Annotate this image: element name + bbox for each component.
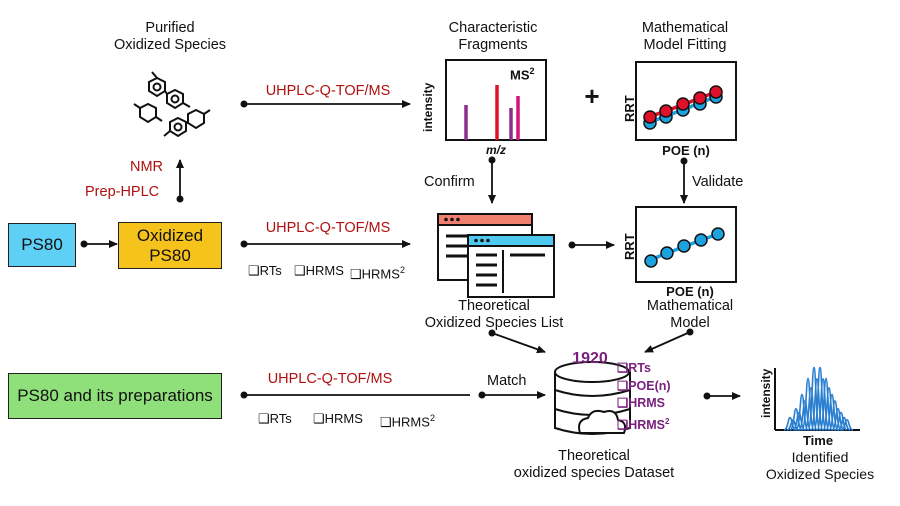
oxidized-ps80-box: Oxidized PS80 (118, 222, 222, 269)
characteristic-label: Characteristic Fragments (448, 20, 538, 53)
cloud-icon (578, 409, 627, 434)
bottom-check-rts: ❑RTs (258, 411, 292, 426)
dataset-label: Theoretical oxidized species Dataset (513, 448, 675, 481)
arrow-ps80-to-oxidized (80, 240, 118, 248)
confirm-label: Confirm (424, 174, 475, 190)
molecule-icon (133, 71, 211, 138)
ps80-preparations-box: PS80 and its preparations (8, 373, 222, 419)
ms-ylabel: intensity (421, 82, 435, 132)
fit-point (676, 97, 690, 111)
arrow-oxidized-to-purified (176, 159, 184, 203)
fit-point (693, 91, 707, 105)
arrow-top-uhplc (240, 100, 411, 108)
theoretical-list-label: Theoretical Oxidized Species List (424, 298, 564, 331)
model-point (660, 246, 674, 260)
chrom-peak (789, 407, 803, 431)
chrom-peak (840, 419, 854, 431)
document-window-icon (437, 213, 555, 298)
mid-check-hrms: ❑HRMS (294, 263, 344, 278)
arrow-model-to-dataset (644, 328, 694, 353)
fit-point (709, 85, 723, 99)
arrow-mid-uhplc (240, 240, 411, 248)
mid-check-rts: ❑RTs (248, 263, 282, 278)
dataset-check-hrms2: ❑HRMS2 (617, 416, 670, 432)
bottom-check-hrms2: ❑HRMS2 (380, 413, 435, 430)
purified-label: Purified Oxidized Species (113, 20, 227, 53)
match-label: Match (487, 373, 527, 389)
chrom-xlabel: Time (802, 433, 834, 448)
model-point (677, 239, 691, 253)
fit-point (643, 110, 657, 124)
model-xlabel: POE (n) (666, 284, 714, 299)
chrom-ylabel: intensity (759, 368, 773, 418)
ps80-box: PS80 (8, 223, 76, 267)
dataset-check-hrms: ❑HRMS (617, 396, 666, 410)
fit-xlabel: POE (n) (662, 143, 710, 158)
arrow-validate (680, 157, 688, 204)
fit-point (659, 104, 673, 118)
ms-xlabel: m/z (485, 143, 507, 157)
model-plot (635, 206, 737, 283)
plus-sign: + (584, 81, 600, 111)
model-point (694, 233, 708, 247)
arrow-dataset-to-identified (703, 392, 741, 400)
nmr-label: NMR (130, 159, 164, 175)
chrom-peak (804, 387, 818, 431)
arrow-list-to-model (568, 241, 615, 249)
arrow-bottom-uhplc (240, 391, 470, 399)
model-point (644, 254, 658, 268)
fit-plot (635, 61, 737, 141)
chrom-peak (798, 400, 812, 431)
chrom-peak (837, 416, 851, 431)
uhplc-bottom-label: UHPLC-Q-TOF/MS (267, 371, 393, 387)
model-point (711, 227, 725, 241)
dataset-check-poe: ❑POE(n) (617, 378, 671, 393)
dataset-check-rts: ❑RTs (617, 361, 651, 375)
validate-label: Validate (692, 174, 744, 190)
arrow-confirm (488, 156, 496, 204)
chrom-peak (795, 393, 809, 431)
uhplc-top-label: UHPLC-Q-TOF/MS (265, 83, 391, 99)
bottom-check-hrms: ❑HRMS (313, 411, 363, 426)
model-ylabel: RRT (622, 233, 637, 260)
math-fitting-label: Mathematical Model Fitting (641, 20, 729, 53)
dataset-checks: ❑RTs ❑POE(n) ❑HRMS ❑HRMS2 (617, 360, 671, 434)
uhplc-mid-label: UHPLC-Q-TOF/MS (265, 220, 391, 236)
ms-tag: MS2 (510, 66, 535, 83)
chrom-peak (783, 416, 797, 431)
identified-label: Identified Oxidized Species (765, 449, 875, 482)
arrow-list-to-dataset (488, 329, 546, 354)
math-model-label: Mathematical Model (646, 298, 734, 331)
arrow-match (478, 391, 546, 399)
species-count: 1920 (572, 350, 608, 367)
mid-check-hrms2: ❑HRMS2 (350, 265, 405, 282)
fit-ylabel: RRT (622, 95, 637, 122)
chromatogram-plot (774, 366, 860, 431)
chrom-peak (801, 377, 815, 431)
ms2-spectrum-plot (445, 59, 547, 141)
prep-hplc-label: Prep-HPLC (85, 184, 160, 200)
